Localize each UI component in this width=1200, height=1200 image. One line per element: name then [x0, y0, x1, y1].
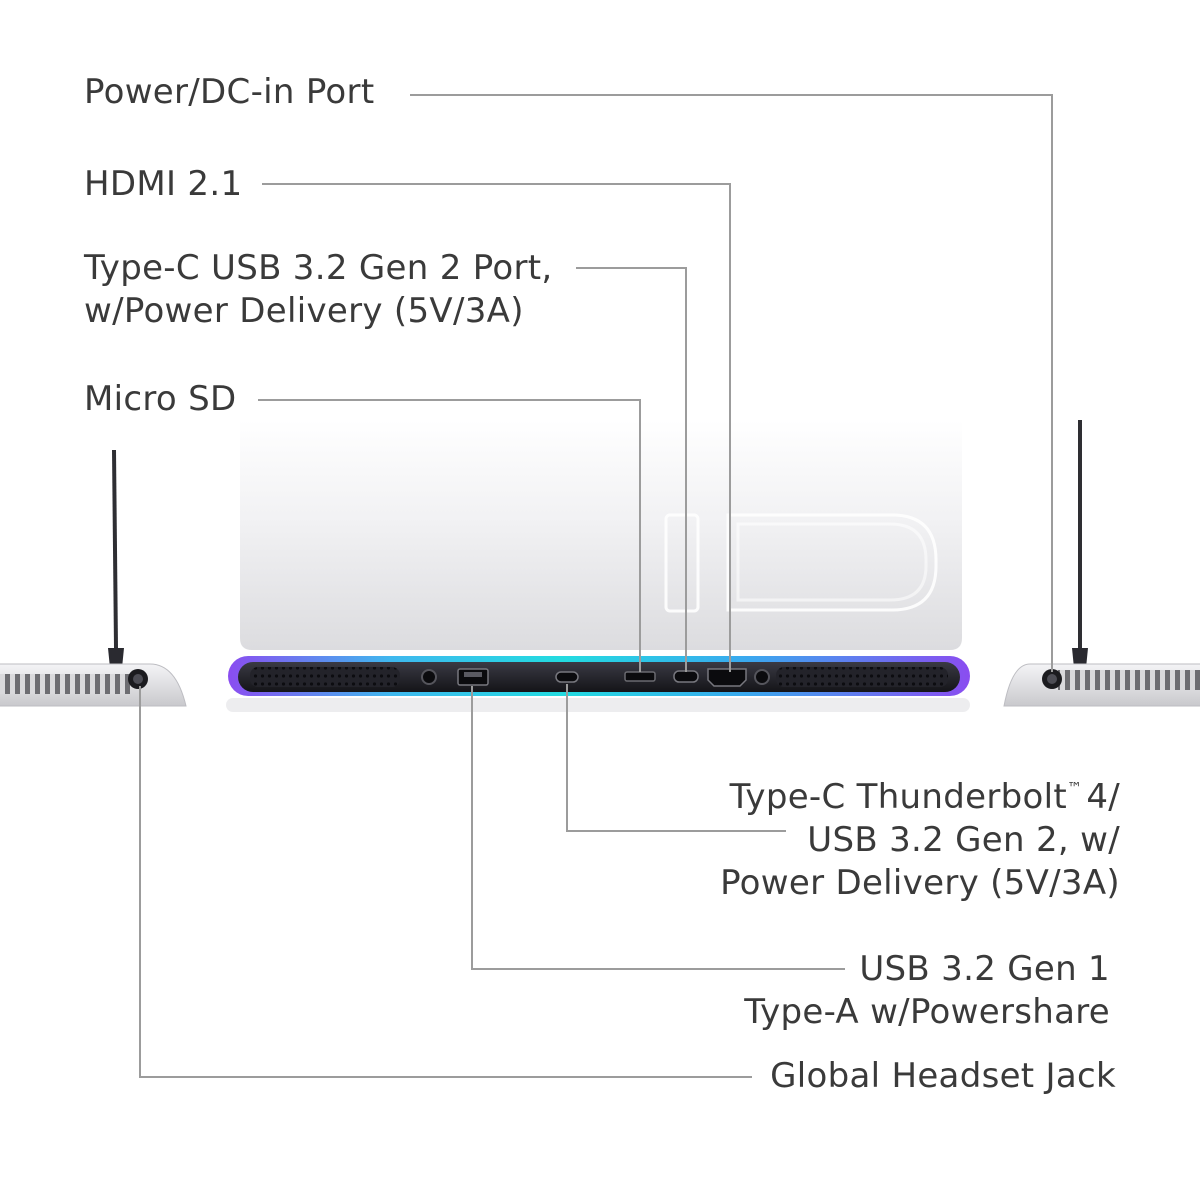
trademark-symbol: ™	[1067, 779, 1083, 797]
left-vent	[250, 667, 400, 687]
leader-usb-c-gen2	[576, 267, 687, 672]
label-headset-jack: Global Headset Jack	[756, 1055, 1116, 1098]
label-usb-c-gen2-line2: w/Power Delivery (5V/3A)	[84, 291, 524, 331]
leader-micro-sd	[258, 399, 641, 672]
laptop-rear-panel	[226, 656, 970, 712]
label-usb-c-gen2-line1: Type-C USB 3.2 Gen 2 Port,	[84, 248, 553, 288]
right-vent	[776, 667, 948, 687]
usb-c-port	[673, 670, 699, 683]
leader-hdmi	[262, 183, 731, 672]
label-usb-a-gen1-line2: Type-A w/Powershare	[744, 992, 1110, 1032]
leader-power-dc-in	[410, 94, 1053, 672]
leader-thunderbolt	[566, 684, 786, 832]
label-usb-a-gen1-line1: USB 3.2 Gen 1	[845, 948, 1110, 991]
rear-indicator	[421, 669, 437, 685]
label-micro-sd: Micro SD	[84, 378, 237, 421]
micro-sd-slot	[624, 671, 656, 682]
model-number-graphic	[664, 513, 938, 613]
label-thunderbolt-line3: Power Delivery (5V/3A)	[720, 862, 1120, 905]
leader-usb-a	[471, 686, 856, 970]
label-hdmi: HDMI 2.1	[84, 163, 243, 206]
power-dc-in-port	[754, 669, 770, 685]
label-usb-a-gen1: USB 3.2 Gen 1 Type-A w/Powershare	[744, 948, 1110, 1034]
label-thunderbolt-line2: USB 3.2 Gen 2, w/	[793, 819, 1120, 862]
laptop-lid	[240, 420, 962, 650]
thunderbolt-port	[555, 671, 579, 683]
right-stand	[1003, 420, 1200, 707]
leader-headset-jack	[139, 686, 752, 1078]
label-thunderbolt-line1-text: Type-C Thunderbolt	[729, 777, 1067, 817]
label-usb-c-gen2: Type-C USB 3.2 Gen 2 Port, w/Power Deliv…	[84, 247, 553, 333]
label-thunderbolt-line1-suffix: 4/	[1086, 777, 1120, 817]
left-stand	[0, 449, 187, 707]
leader-lines	[139, 94, 1053, 1078]
label-power-dc-in: Power/DC-in Port	[84, 71, 375, 114]
hdmi-port	[707, 668, 747, 687]
